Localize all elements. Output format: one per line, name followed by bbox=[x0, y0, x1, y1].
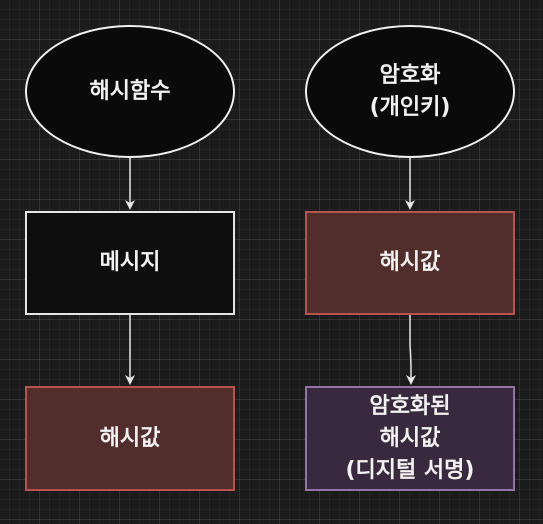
hash-value-node-left[interactable]: 해시값 bbox=[25, 386, 235, 491]
digital-signature-label: 암호화된 해시값 (디지털 서명) bbox=[345, 393, 475, 483]
hash-value-left-label: 해시값 bbox=[99, 425, 161, 451]
encryption-private-key-node[interactable]: 암호화 (개인키) bbox=[305, 25, 515, 158]
hash-value-node-right[interactable]: 해시값 bbox=[305, 211, 515, 315]
hash-function-label: 해시함수 bbox=[89, 78, 171, 104]
hash-function-node[interactable]: 해시함수 bbox=[25, 25, 235, 158]
encryption-label: 암호화 (개인키) bbox=[369, 62, 451, 120]
arrow-hash-to-signature bbox=[406, 315, 416, 385]
digital-signature-node[interactable]: 암호화된 해시값 (디지털 서명) bbox=[305, 386, 515, 491]
message-node[interactable]: 메시지 bbox=[25, 211, 235, 315]
hash-value-right-label: 해시값 bbox=[379, 250, 441, 275]
message-label: 메시지 bbox=[99, 250, 161, 275]
